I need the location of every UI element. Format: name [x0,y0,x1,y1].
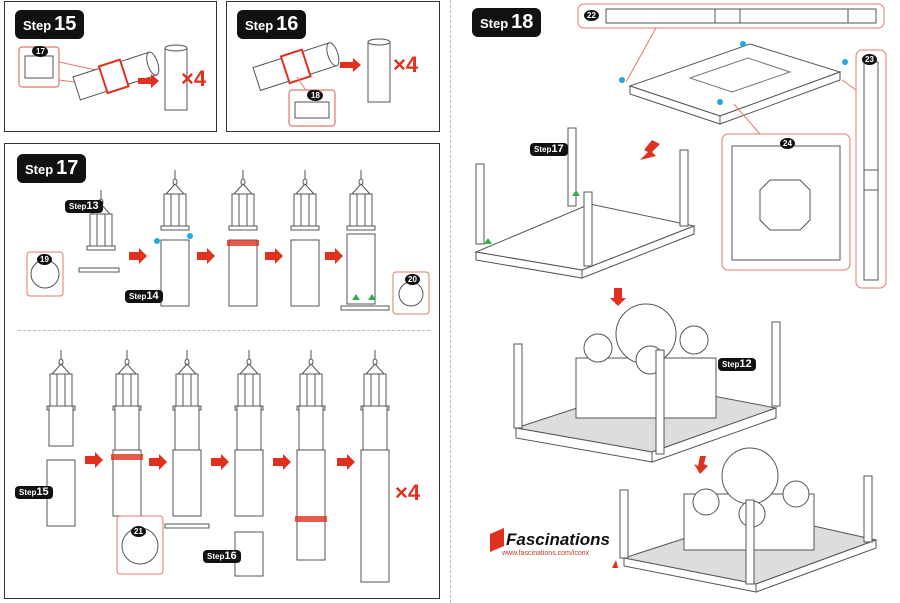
multiplier-16: ×4 [393,52,419,77]
part-ref-23: 23 [862,54,877,65]
callout-step-15: Step15 [15,486,53,499]
part-ref-19: 19 [37,254,52,265]
part-ref-22: 22 [584,10,599,21]
page-divider [450,0,451,603]
callout-step-13: Step13 [65,200,103,213]
brand-name: Fascinations [506,530,610,549]
callout-step-14: Step14 [125,290,163,303]
part-ref-20: 20 [405,274,420,285]
multiplier-15: ×4 [181,66,207,91]
step-16-illustration [252,38,391,127]
brand-logo: Fascinations www.fascinations.com/iconx [488,530,610,557]
part-ref-24: 24 [780,138,795,149]
part-ref-21: 21 [131,526,146,537]
callout-step-12: Step12 [718,358,756,371]
part-ref-17: 17 [33,46,48,57]
brand-url: www.fascinations.com/iconx [502,550,590,557]
part-ref-18: 18 [308,90,323,101]
callout-step-16: Step16 [203,550,241,563]
row-divider [18,330,430,331]
multiplier-17: ×4 [395,480,421,505]
callout-step-17: Step17 [530,143,568,156]
step-17-illustration [26,169,430,583]
step-15-illustration [18,44,188,111]
